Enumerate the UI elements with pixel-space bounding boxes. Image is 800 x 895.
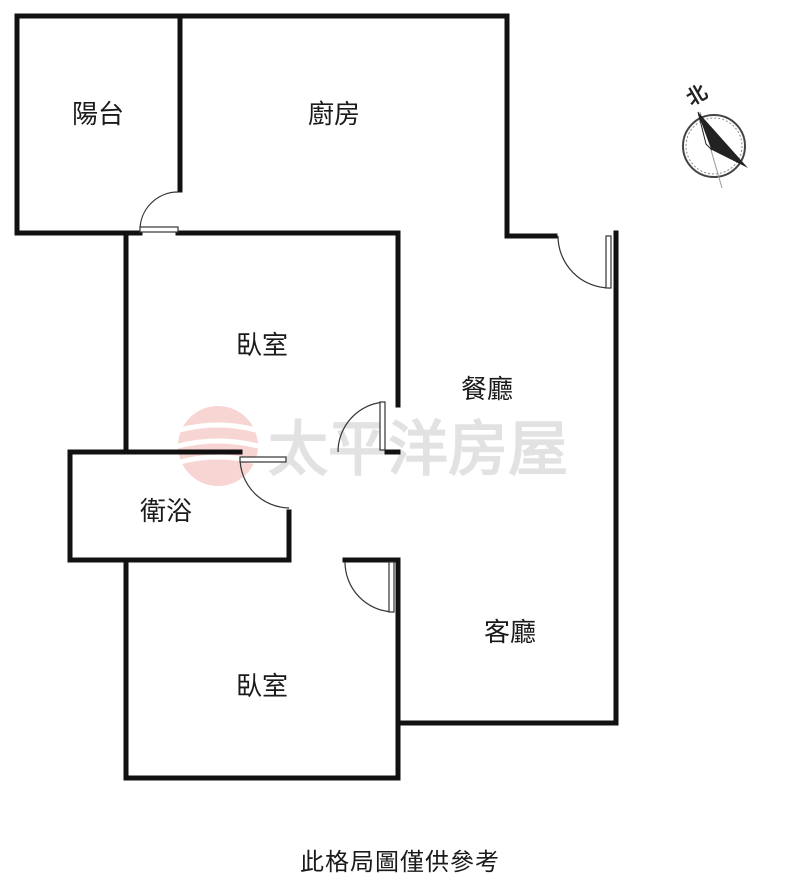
compass-icon: 北 [682, 80, 748, 189]
north-label: 北 [682, 80, 711, 111]
room-label-bathroom: 衛浴 [140, 497, 192, 527]
room-label-kitchen: 廚房 [308, 100, 360, 130]
doors [139, 191, 612, 613]
room-label-bedroom-lower: 臥室 [236, 672, 288, 702]
room-label-balcony: 陽台 [72, 100, 124, 130]
watermark-text: 太平洋房屋 [268, 415, 568, 485]
room-label-bedroom-upper: 臥室 [236, 331, 288, 361]
disclaimer-caption: 此格局圖僅供參考 [300, 848, 500, 876]
room-label-living: 客廳 [484, 618, 536, 648]
walls [14, 13, 619, 781]
room-label-dining: 餐廳 [461, 375, 513, 405]
watermark-logo [177, 406, 259, 486]
